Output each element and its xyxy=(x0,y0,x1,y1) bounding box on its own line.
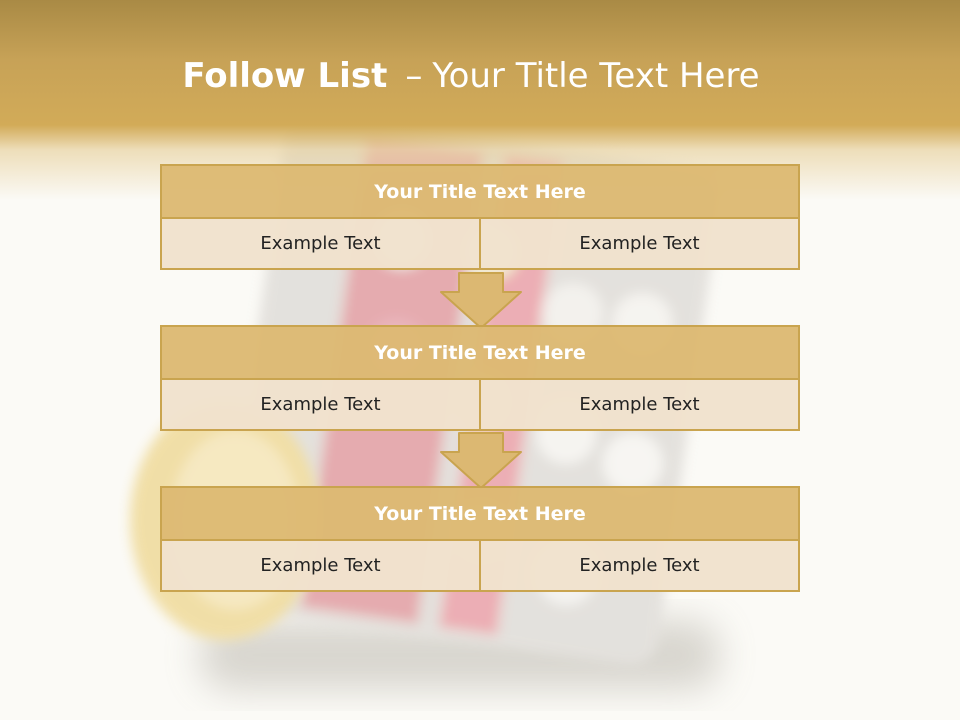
down-arrow-icon xyxy=(440,432,522,489)
title-bold-part: Follow List xyxy=(182,56,388,96)
block-title: Your Title Text Here xyxy=(160,164,800,219)
block-cell: Example Text xyxy=(160,541,481,592)
slide-title: Follow List–Your Title Text Here xyxy=(0,50,942,102)
list-block-2: Your Title Text Here Example Text Exampl… xyxy=(160,325,800,431)
list-block-3: Your Title Text Here Example Text Exampl… xyxy=(160,486,800,592)
block-cell: Example Text xyxy=(160,380,481,431)
title-rest: Your Title Text Here xyxy=(432,56,760,96)
block-title: Your Title Text Here xyxy=(160,325,800,380)
block-cell: Example Text xyxy=(481,380,800,431)
title-dash: – xyxy=(405,56,423,96)
block-cell: Example Text xyxy=(160,219,481,270)
block-row: Example Text Example Text xyxy=(160,380,800,431)
block-title: Your Title Text Here xyxy=(160,486,800,541)
block-cell: Example Text xyxy=(481,541,800,592)
block-row: Example Text Example Text xyxy=(160,541,800,592)
list-block-1: Your Title Text Here Example Text Exampl… xyxy=(160,164,800,270)
block-row: Example Text Example Text xyxy=(160,219,800,270)
block-cell: Example Text xyxy=(481,219,800,270)
down-arrow-icon xyxy=(440,272,522,329)
